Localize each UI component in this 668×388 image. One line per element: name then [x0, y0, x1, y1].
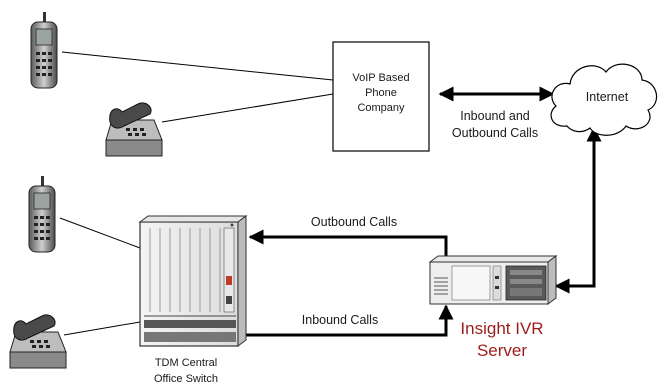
desk-phone-icon [105, 102, 163, 157]
server-icon [428, 255, 558, 305]
arrow-inbound-calls [238, 304, 454, 337]
line-desk2-tdm [63, 321, 141, 336]
mobile-phone-icon [30, 12, 58, 89]
internet-node: Internet [550, 63, 658, 136]
tdm-label-line1: TDM Central [155, 357, 217, 369]
tdm-switch-node: TDM Central Office Switch [138, 215, 248, 385]
ivr-server-node: Insight IVR Server [428, 255, 558, 360]
outbound-calls-label: Outbound Calls [311, 215, 397, 229]
voip-internet-label-line1: Inbound and [460, 109, 530, 123]
switch-rack-icon [138, 215, 248, 347]
voip-company-box [332, 41, 430, 152]
voip-company-node: VoIP Based Phone Company [332, 41, 430, 152]
ivr-label-line1: Insight IVR [460, 319, 543, 338]
connection-lines [59, 51, 334, 336]
arrow-internet-ivr [554, 126, 602, 294]
voip-label-line2: Phone [365, 87, 397, 99]
internet-label: Internet [586, 90, 629, 104]
desk-phone-icon [9, 314, 67, 369]
mobile-phone-icon [28, 176, 56, 253]
line-mobile2-tdm [59, 217, 141, 249]
voip-internet-label-line2: Outbound Calls [452, 126, 538, 140]
voip-label-line3: Company [357, 102, 405, 114]
tdm-label-line2: Office Switch [154, 373, 218, 385]
cloud-icon [550, 63, 658, 136]
inbound-calls-label: Inbound Calls [302, 313, 378, 327]
line-desk1-voip [161, 93, 334, 123]
voip-label-line1: VoIP Based [352, 72, 409, 84]
line-mobile1-voip [61, 51, 334, 81]
arrow-outbound-calls [248, 229, 448, 258]
arrow-lines [238, 86, 602, 337]
ivr-label-line2: Server [477, 341, 527, 360]
